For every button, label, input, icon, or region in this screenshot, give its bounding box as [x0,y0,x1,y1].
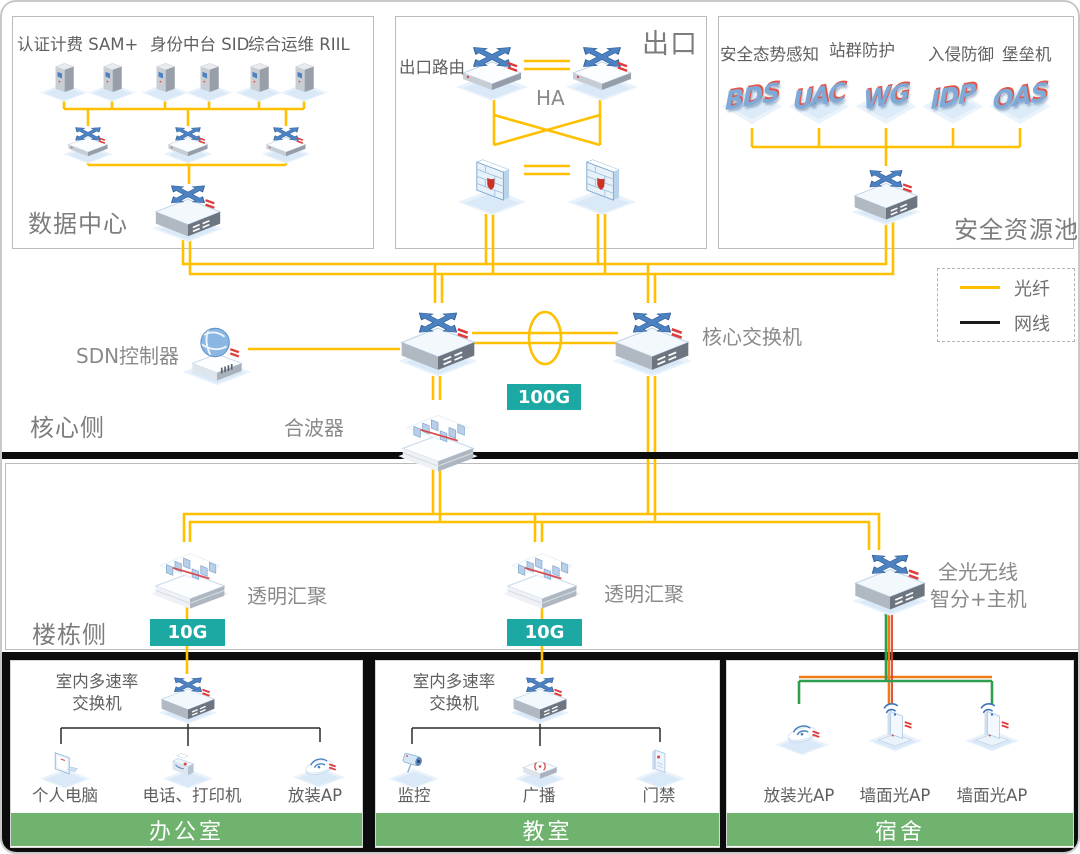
device-label: 电话、打印机 [142,786,242,805]
ha-label: HA [536,86,565,110]
office-switch-label-line1: 室内多速率 [55,672,139,691]
device-label: 监控 [397,786,431,805]
optical-wireless-host-icon [848,537,932,621]
core-switch-icon [394,294,482,382]
security-label: 堡垒机 [1002,45,1052,64]
firewall-icon [564,144,640,220]
combiner-label: 合波器 [284,416,344,440]
sdn-controller-label: SDN控制器 [76,344,180,368]
device-label: 放装光AP [763,786,835,805]
data-center-title: 数据中心 [28,210,128,238]
security-pool-switch-icon [848,154,924,230]
firewall-icon [454,144,530,220]
device-label: 个人电脑 [32,786,98,805]
dc-group-label: 综合运维 RIIL [248,35,350,54]
security-label: 站群防护 [829,41,895,60]
building-side-label: 楼栋侧 [32,621,107,649]
egress-router-label: 出口路由 [399,58,465,77]
device-label: 墙面光AP [859,786,931,805]
aggregation-switch-icon [147,528,233,614]
office-switch-label-line2: 交换机 [72,694,122,713]
uplink-speed-badge: 10G [507,619,582,646]
optical-wireless-label-line2: 智分+主机 [930,587,1027,611]
legend: 光纤 网线 [937,268,1075,342]
server-icon [183,53,235,105]
sdn-controller-icon [179,314,255,390]
multirate-switch-icon [156,664,220,728]
core-side-label: 核心侧 [30,414,105,442]
core-building-divider [2,452,1078,459]
device-label: 放装AP [287,786,343,805]
fiber-line-swatch [960,285,1000,290]
aggregation-label: 透明汇聚 [247,584,327,608]
optical-ap-icon [772,699,832,759]
optical-wireless-label-line1: 全光无线 [938,560,1018,584]
device-label: 墙面光AP [956,786,1028,805]
legend-cable-label: 网线 [1014,313,1050,335]
egress-title: 出口 [642,29,698,60]
data-center-switch-icon [149,169,227,247]
server-icon [86,53,138,105]
uplink-speed-badge: 10G [150,619,225,646]
combiner-icon [394,389,482,477]
access-switch-icon [61,113,115,167]
dc-group-label: 认证计费 SAM+ [17,35,139,54]
legend-fiber-label: 光纤 [1014,278,1050,300]
wall-optical-ap-icon [962,695,1022,755]
dormitory-box: 宿舍 [726,660,1074,848]
cable-line-swatch [960,320,1000,325]
classroom-banner: 教室 [376,813,719,846]
aggregation-label: 透明汇聚 [604,582,684,606]
legend-fiber-row: 光纤 [960,275,1074,301]
office-banner: 办公室 [11,813,362,846]
dc-group-label: 身份中台 SID [150,35,250,54]
link-speed-badge: 100G [507,384,581,410]
multirate-switch-icon [508,664,572,728]
device-label: 门禁 [642,786,676,805]
access-switch-icon [161,113,215,167]
classroom-switch-label-line2: 交换机 [429,694,479,713]
egress-router-icon [562,26,642,106]
server-icon [278,53,330,105]
wall-optical-ap-icon [865,695,925,755]
core-switch-label: 核心交换机 [702,325,802,349]
security-label: 安全态势感知 [720,45,819,64]
security-pool-title: 安全资源池 [954,216,1079,244]
device-label: 广播 [522,786,556,805]
security-label: 入侵防御 [928,45,994,64]
dormitory-banner: 宿舍 [727,813,1073,846]
core-switch-icon [608,294,696,382]
server-icon [38,53,90,105]
classroom-switch-label-line1: 室内多速率 [412,672,496,691]
access-switch-icon [259,113,313,167]
legend-cable-row: 网线 [960,310,1074,336]
aggregation-switch-icon [499,528,585,614]
